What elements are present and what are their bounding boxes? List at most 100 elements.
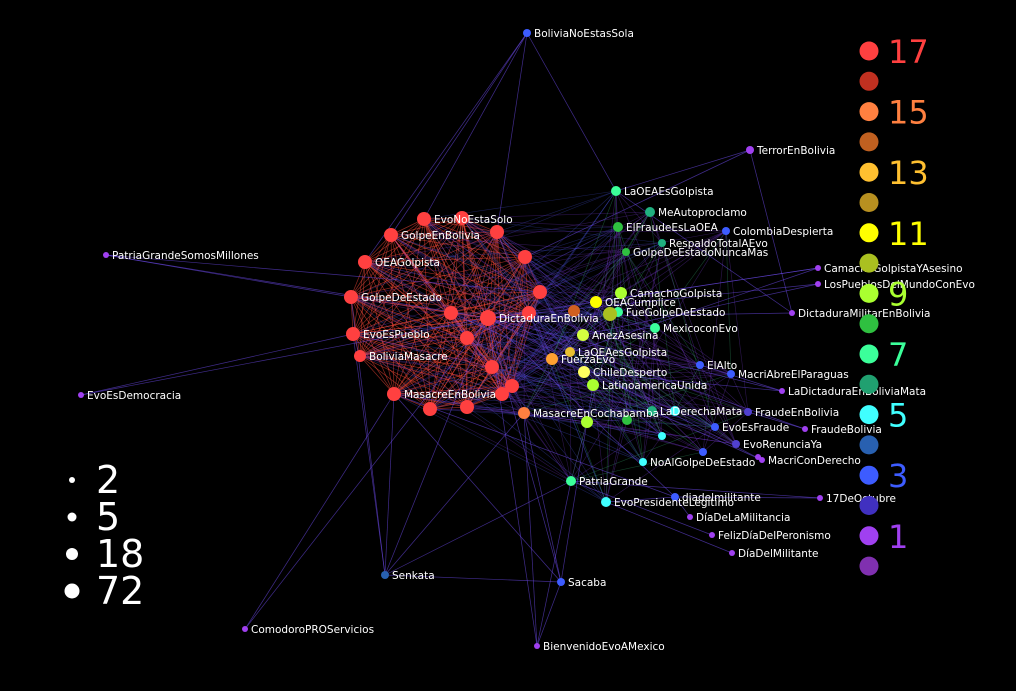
edge-red7-red10 — [466, 337, 503, 395]
edge-GolpeEnBolivia-LaOEAesGolpista — [390, 234, 571, 353]
node-red1 — [455, 211, 469, 225]
edge-DictaduraEnBolivia-MasacreEnCochabamba — [487, 317, 525, 414]
edge-BoliviaMasacre-MexicoconEvo — [359, 327, 656, 357]
edge-DictaduraEnBolivia-red9 — [487, 317, 513, 387]
edge-red8-c2 — [491, 366, 663, 437]
node-label-CamachoGolpistaYAsesino: CamachoGolpistaYAsesino — [824, 263, 963, 275]
size-legend-label-5: 5 — [96, 495, 120, 539]
node-EvoPresidenteLegitimo — [601, 497, 611, 507]
edge-ElFraudeEsLaOEA-MexicoconEvo — [617, 226, 656, 329]
node-label-LaOEAesGolpista: LaOEAesGolpista — [578, 347, 667, 359]
edge-GolpeDeEstado-red9 — [350, 296, 513, 387]
color-legend-label-7: 7 — [888, 336, 908, 374]
node-label-DictaduraMilitarEnBolivia: DictaduraMilitarEnBolivia — [798, 308, 930, 320]
node-red5 — [522, 306, 536, 320]
edge-red4-red7 — [466, 291, 541, 339]
edge-MacriAbreElParaguas-b1 — [702, 373, 732, 453]
node-label-GolpeEnBolivia: GolpeEnBolivia — [401, 230, 480, 242]
node-label-BoliviaNoEstasSola: BoliviaNoEstasSola — [534, 28, 634, 40]
node-orange1 — [568, 305, 580, 317]
edge-red1-red8 — [461, 217, 493, 368]
edge-EvoEsFraude-EvoPresidenteLegitimo — [605, 426, 716, 503]
edge-DictaduraMilitarEnBolivia-DictaduraEnBolivia — [487, 312, 793, 319]
color-legend-label-13: 13 — [888, 154, 929, 192]
edge-EvoEsPueblo-red2 — [352, 231, 498, 335]
node-label-FueGolpeDeEstado: FueGolpeDeEstado — [626, 307, 725, 319]
node-AnezAsesina — [577, 329, 589, 341]
edge-red5-EvoRenunciaYa — [528, 312, 737, 445]
node-LaDerechaMata — [647, 406, 657, 416]
size-legend-dot-18 — [66, 548, 78, 560]
edge-GolpeEnBolivia-yg1 — [390, 234, 611, 315]
node-b1 — [699, 448, 707, 456]
edge-red11-c2 — [466, 406, 663, 437]
edge-red1-red11 — [461, 217, 468, 408]
edge-GolpeDeEstado-red10 — [350, 296, 503, 395]
edge-red8-AnezAsesina — [491, 334, 584, 368]
node-label-diadelmilitante: diadelmilitante — [682, 492, 761, 504]
color-legend-swatch-0 — [859, 41, 879, 61]
edge-DictaduraEnBolivia-ChileDesperto — [487, 317, 585, 373]
edge-MexicoconEvo-ChileDesperto — [583, 327, 656, 373]
edge-BoliviaMasacre-red1 — [359, 217, 463, 357]
edge-LaOEAEsGolpista-EvoPresidenteLegitimo — [605, 190, 617, 503]
edge-red1-ElAlto — [461, 217, 701, 366]
edge-CamachoGolpista-LaOEAesGolpista — [569, 292, 622, 353]
edge-MeAutoproclamo-c1 — [649, 211, 676, 412]
node-DiaDeLaMilitancia — [687, 514, 693, 520]
edge-red3-FueGolpeDeEstado — [524, 256, 619, 313]
node-Senkata — [381, 571, 389, 579]
edge-red3-red9 — [511, 256, 526, 387]
edge-red3-EvoEsFraude — [524, 256, 716, 428]
node-LaOEAEsGolpista — [611, 186, 621, 196]
edge-MeAutoproclamo-ElAlto — [649, 211, 701, 366]
size-legend-dot-72 — [64, 583, 80, 599]
edge-GolpeDeEstado-c2 — [350, 296, 663, 437]
edge-OEACumplice-MexicoconEvo — [595, 301, 656, 329]
edge-OEAGolpista-DictaduraEnBolivia — [364, 261, 489, 319]
node-MacriAbreElParaguas — [727, 370, 735, 378]
edge-red3-c1 — [524, 256, 676, 412]
edge-LaDerechaMata-yg1 — [609, 313, 653, 412]
edge-red10-ElAlto — [501, 364, 701, 395]
edge-OEAGolpista-red5 — [364, 261, 530, 314]
edge-NoAlGolpeDeEstado-c2 — [642, 435, 663, 463]
edge-GolpeEnBolivia-PatriaGrande — [390, 234, 572, 482]
edge-PatriaGrandeSomosMillones-red4 — [105, 254, 541, 293]
color-legend-swatch-1 — [859, 71, 879, 91]
edge-red5-OEACumplice — [528, 301, 597, 314]
edge-LatinoamericaUnida-EvoPresidenteLegitimo — [592, 384, 607, 503]
node-GolpeEnBolivia — [384, 228, 398, 242]
node-label-ChileDesperto: ChileDesperto — [593, 367, 667, 379]
node-DiaDelMilitante — [729, 550, 735, 556]
node-LatinoamericaUnida — [587, 379, 599, 391]
edge-LaDerechaMata-NoAlGolpeDeEstado — [642, 410, 653, 463]
edge-ColombiaDespierta-MacriAbreElParaguas — [725, 230, 732, 375]
edge-OEAGolpista-b1 — [364, 261, 704, 453]
edge-LaOEAEsGolpista-RespaldoTotalAEvo — [615, 190, 663, 244]
edge-red4-red12 — [429, 291, 541, 410]
edge-MacriGolpista-LaDerechaMata — [651, 410, 763, 461]
edge-OEAGolpista-LatinoamericaUnida — [364, 261, 594, 386]
node-label-ElFraudeEsLaOEA: ElFraudeEsLaOEA — [626, 222, 719, 234]
edge-TerrorEnBolivia-LaOEAEsGolpista — [615, 149, 751, 192]
edge-ComodoroPROServicios-MasacreEnBolivia — [244, 393, 395, 630]
node-ElAlto — [696, 361, 704, 369]
edge-MasacreEnBolivia-red9 — [393, 385, 513, 395]
edge-GolpeDeEstado-red12 — [350, 296, 431, 410]
edge-GolpeDeEstado-red1 — [350, 217, 463, 298]
node-label-MexicoconEvo: MexicoconEvo — [663, 323, 738, 335]
node-EvoRenunciaYa — [732, 440, 740, 448]
node-label-AnezAsesina: AnezAsesina — [592, 330, 658, 342]
edge-MasacreEnBolivia-ColombiaDespierta — [393, 230, 727, 395]
edge-GolpeEnBolivia-FueGolpeDeEstado — [390, 234, 619, 313]
edge-orange1-c1 — [573, 310, 676, 412]
edge-EvoEsPueblo-red1 — [352, 217, 463, 335]
edge-GolpeEnBolivia-red11 — [390, 234, 468, 408]
edge-red9-PatriaGrande — [511, 385, 572, 482]
edge-red4-NoAlGolpeDeEstado — [539, 291, 644, 463]
edge-BoliviaMasacre-RespaldoTotalAEvo — [359, 242, 663, 357]
edge-ElFraudeEsLaOEA-LaDerechaMata — [617, 226, 653, 412]
